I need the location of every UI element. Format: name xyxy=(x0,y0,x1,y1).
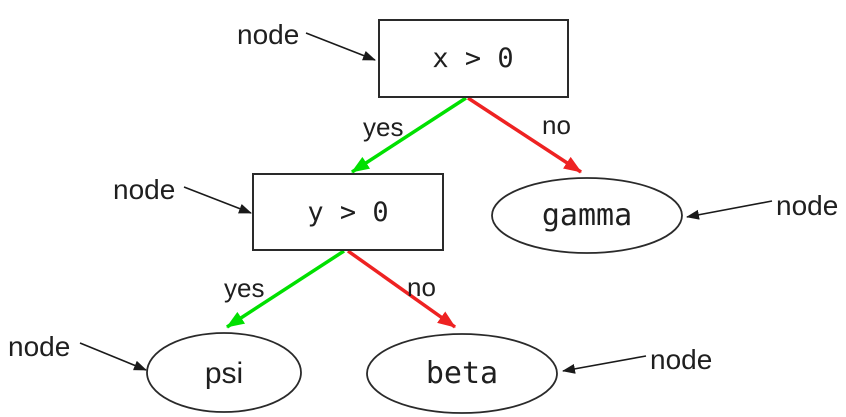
edge-label-yes-root: yes xyxy=(363,112,403,142)
annotation-arrow-y xyxy=(183,186,252,214)
annotation-label-root: node xyxy=(237,19,299,50)
edge-label-no-root: no xyxy=(542,110,571,140)
annotation-label-gamma: node xyxy=(776,190,838,221)
decision-box-root-label: x > 0 xyxy=(432,43,513,74)
leaf-ellipse-gamma xyxy=(491,177,683,254)
decision-box-root xyxy=(378,19,569,98)
leaf-label-beta: beta xyxy=(426,356,498,391)
annotation-arrow-root xyxy=(305,32,376,61)
annotation-label-y: node xyxy=(113,174,175,205)
annotation-label-beta: node xyxy=(650,344,712,375)
decision-box-y xyxy=(252,173,444,251)
edge-root-yes xyxy=(351,96,467,174)
edge-label-no-y: no xyxy=(407,272,436,302)
leaf-ellipse-psi xyxy=(146,332,302,413)
leaf-ellipse-beta xyxy=(366,333,558,414)
edge-label-yes-y: yes xyxy=(224,273,264,303)
leaf-label-gamma: gamma xyxy=(542,198,632,233)
annotation-label-psi: node xyxy=(8,331,70,362)
edge-y-no xyxy=(346,249,457,329)
edge-root-no xyxy=(467,96,582,174)
annotation-arrow-beta xyxy=(562,355,647,374)
edge-y-yes xyxy=(226,249,345,329)
leaf-label-psi: psi xyxy=(205,357,243,390)
annotation-arrow-psi xyxy=(79,342,147,371)
annotation-arrow-gamma xyxy=(686,200,773,220)
decision-box-y-label: y > 0 xyxy=(307,197,388,228)
